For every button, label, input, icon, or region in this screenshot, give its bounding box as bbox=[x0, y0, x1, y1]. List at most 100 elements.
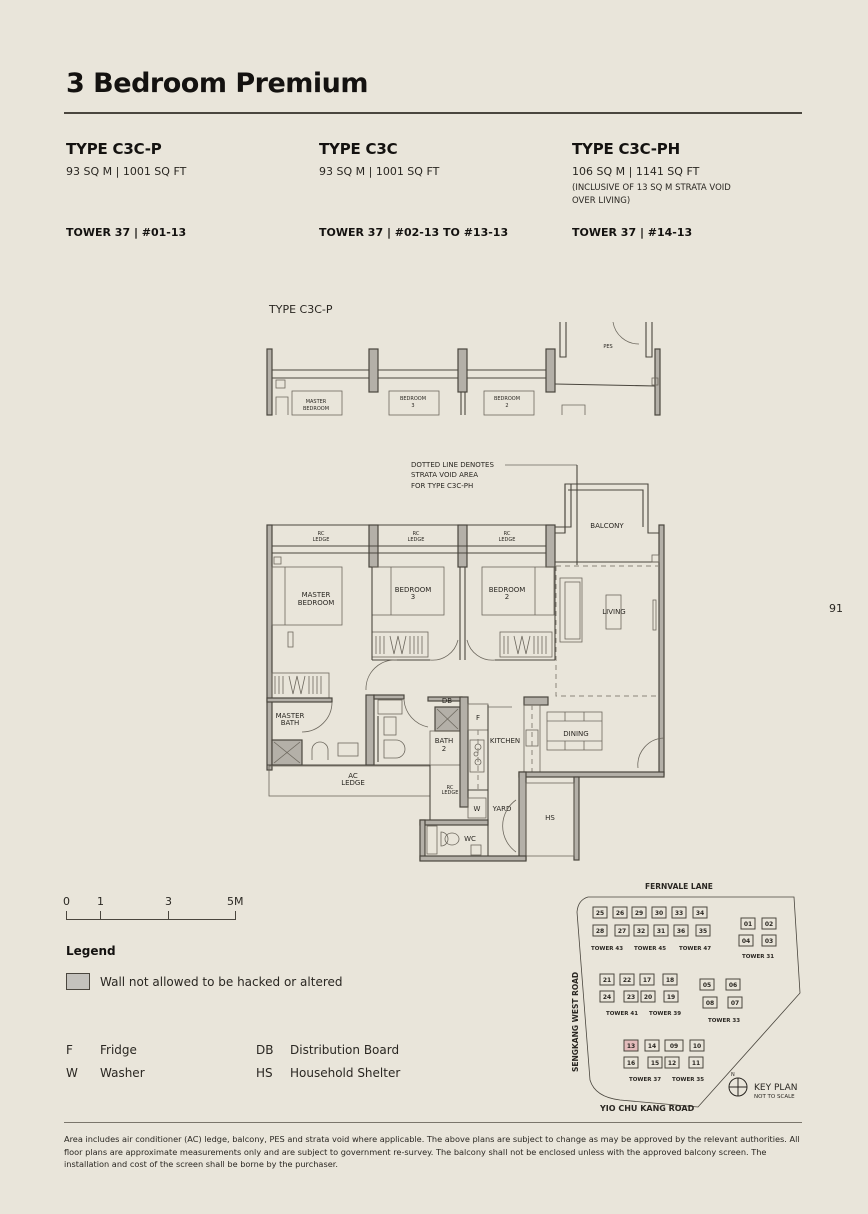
svg-text:MASTER: MASTER bbox=[302, 591, 331, 599]
svg-text:TOWER 47: TOWER 47 bbox=[679, 946, 711, 952]
svg-text:BEDROOM: BEDROOM bbox=[489, 586, 526, 594]
svg-text:BEDROOM: BEDROOM bbox=[400, 396, 426, 402]
svg-text:24: 24 bbox=[603, 994, 611, 1001]
scale-tick-label: 1 bbox=[97, 895, 104, 908]
svg-text:2: 2 bbox=[442, 745, 446, 753]
svg-text:LEDGE: LEDGE bbox=[442, 790, 459, 796]
svg-text:MASTER: MASTER bbox=[306, 399, 327, 405]
svg-text:FOR TYPE C3C-PH: FOR TYPE C3C-PH bbox=[411, 482, 473, 490]
svg-text:WC: WC bbox=[464, 835, 476, 843]
svg-text:17: 17 bbox=[643, 977, 651, 984]
legend-code: HS bbox=[256, 1066, 273, 1080]
svg-text:22: 22 bbox=[623, 977, 631, 984]
svg-text:06: 06 bbox=[729, 982, 737, 989]
svg-text:32: 32 bbox=[637, 928, 645, 935]
svg-text:34: 34 bbox=[696, 910, 704, 917]
svg-text:F: F bbox=[476, 714, 480, 722]
type-tower: TOWER 37 | #14-13 bbox=[572, 226, 693, 239]
svg-text:02: 02 bbox=[765, 921, 773, 928]
svg-text:TOWER 43: TOWER 43 bbox=[591, 946, 623, 952]
svg-text:13: 13 bbox=[627, 1043, 635, 1050]
svg-text:19: 19 bbox=[667, 994, 675, 1001]
svg-text:30: 30 bbox=[655, 910, 663, 917]
svg-text:BEDROOM: BEDROOM bbox=[298, 599, 335, 607]
key-plan-map: FERNVALE LANE SENGKANG WEST ROAD YIO CHU… bbox=[571, 882, 801, 1113]
main-floor-plan: DOTTED LINE DENOTES STRATA VOID AREA FOR… bbox=[266, 461, 665, 862]
svg-text:LEDGE: LEDGE bbox=[341, 779, 365, 787]
svg-text:21: 21 bbox=[603, 977, 611, 984]
svg-text:2: 2 bbox=[505, 403, 508, 409]
svg-text:KEY PLAN: KEY PLAN bbox=[754, 1083, 797, 1093]
svg-text:3: 3 bbox=[411, 403, 414, 409]
type-column-c3c-p: TYPE C3C-P 93 SQ M | 1001 SQ FT TOWER 37… bbox=[66, 140, 306, 239]
svg-text:15: 15 bbox=[651, 1060, 659, 1067]
svg-text:RC: RC bbox=[447, 785, 454, 791]
svg-text:MASTER: MASTER bbox=[276, 712, 305, 720]
svg-text:LIVING: LIVING bbox=[602, 608, 625, 616]
svg-text:04: 04 bbox=[742, 938, 750, 945]
disclaimer-text: Area includes air conditioner (AC) ledge… bbox=[64, 1134, 800, 1169]
svg-text:05: 05 bbox=[703, 982, 711, 989]
svg-text:TOWER 31: TOWER 31 bbox=[742, 954, 774, 960]
scale-tick-label: 0 bbox=[63, 895, 70, 908]
svg-text:07: 07 bbox=[731, 1000, 739, 1007]
svg-text:33: 33 bbox=[675, 910, 683, 917]
footer-divider bbox=[64, 1122, 802, 1123]
svg-text:FERNVALE LANE: FERNVALE LANE bbox=[645, 882, 713, 891]
svg-text:BATH: BATH bbox=[281, 719, 300, 727]
svg-text:27: 27 bbox=[618, 928, 626, 935]
svg-text:35: 35 bbox=[699, 928, 707, 935]
svg-text:YARD: YARD bbox=[492, 805, 512, 813]
svg-text:RC: RC bbox=[504, 531, 511, 537]
svg-text:20: 20 bbox=[644, 994, 652, 1001]
svg-text:LEDGE: LEDGE bbox=[313, 537, 330, 543]
type-name: TYPE C3C-P bbox=[66, 140, 162, 158]
type-name: TYPE C3C bbox=[319, 140, 398, 158]
header-divider bbox=[64, 112, 802, 114]
legend-wall-swatch bbox=[66, 973, 90, 990]
svg-text:25: 25 bbox=[596, 910, 604, 917]
svg-text:N: N bbox=[731, 1072, 735, 1078]
svg-text:RC: RC bbox=[318, 531, 325, 537]
svg-text:KITCHEN: KITCHEN bbox=[490, 737, 520, 745]
svg-text:29: 29 bbox=[635, 910, 643, 917]
svg-text:10: 10 bbox=[693, 1043, 701, 1050]
svg-text:28: 28 bbox=[596, 928, 604, 935]
svg-text:26: 26 bbox=[616, 910, 624, 917]
svg-text:14: 14 bbox=[648, 1043, 656, 1050]
svg-text:03: 03 bbox=[765, 938, 773, 945]
svg-text:SENGKANG WEST ROAD: SENGKANG WEST ROAD bbox=[571, 972, 580, 1072]
svg-text:18: 18 bbox=[666, 977, 674, 984]
type-note: (INCLUSIVE OF 13 SQ M STRATA VOID OVER L… bbox=[572, 183, 731, 206]
svg-text:DOTTED LINE DENOTES: DOTTED LINE DENOTES bbox=[411, 461, 494, 469]
svg-text:TOWER 39: TOWER 39 bbox=[649, 1011, 681, 1017]
type-tower: TOWER 37 | #01-13 bbox=[66, 226, 187, 239]
svg-text:2: 2 bbox=[505, 593, 509, 601]
legend-code: DB bbox=[256, 1043, 274, 1057]
type-name: TYPE C3C-PH bbox=[572, 140, 680, 158]
svg-text:BALCONY: BALCONY bbox=[590, 522, 624, 530]
svg-text:08: 08 bbox=[706, 1000, 714, 1007]
svg-text:AC: AC bbox=[348, 772, 358, 780]
svg-text:BEDROOM: BEDROOM bbox=[494, 396, 520, 402]
svg-text:31: 31 bbox=[657, 928, 665, 935]
svg-text:TOWER 37: TOWER 37 bbox=[629, 1077, 661, 1083]
svg-text:YIO CHU KANG ROAD: YIO CHU KANG ROAD bbox=[599, 1104, 695, 1113]
svg-text:W: W bbox=[474, 805, 481, 813]
svg-text:LEDGE: LEDGE bbox=[499, 537, 516, 543]
svg-text:HS: HS bbox=[545, 814, 555, 822]
page-title: 3 Bedroom Premium bbox=[66, 68, 369, 99]
svg-text:TOWER 33: TOWER 33 bbox=[708, 1018, 740, 1024]
type-tower: TOWER 37 | #02-13 TO #13-13 bbox=[319, 226, 509, 239]
type-area: 106 SQ M | 1141 SQ FT bbox=[572, 165, 700, 178]
legend-label: Washer bbox=[100, 1066, 145, 1080]
scale-tick-label: 3 bbox=[165, 895, 172, 908]
svg-text:36: 36 bbox=[677, 928, 685, 935]
page-number: 91 bbox=[829, 602, 843, 615]
legend-code: F bbox=[66, 1043, 73, 1057]
inset-plan: MASTER BEDROOM BEDROOM 3 BEDROOM 2 PES bbox=[266, 321, 661, 416]
svg-text:11: 11 bbox=[692, 1060, 700, 1067]
type-column-c3c: TYPE C3C 93 SQ M | 1001 SQ FT TOWER 37 |… bbox=[319, 140, 559, 239]
svg-text:RC: RC bbox=[413, 531, 420, 537]
svg-text:BEDROOM: BEDROOM bbox=[303, 406, 329, 412]
